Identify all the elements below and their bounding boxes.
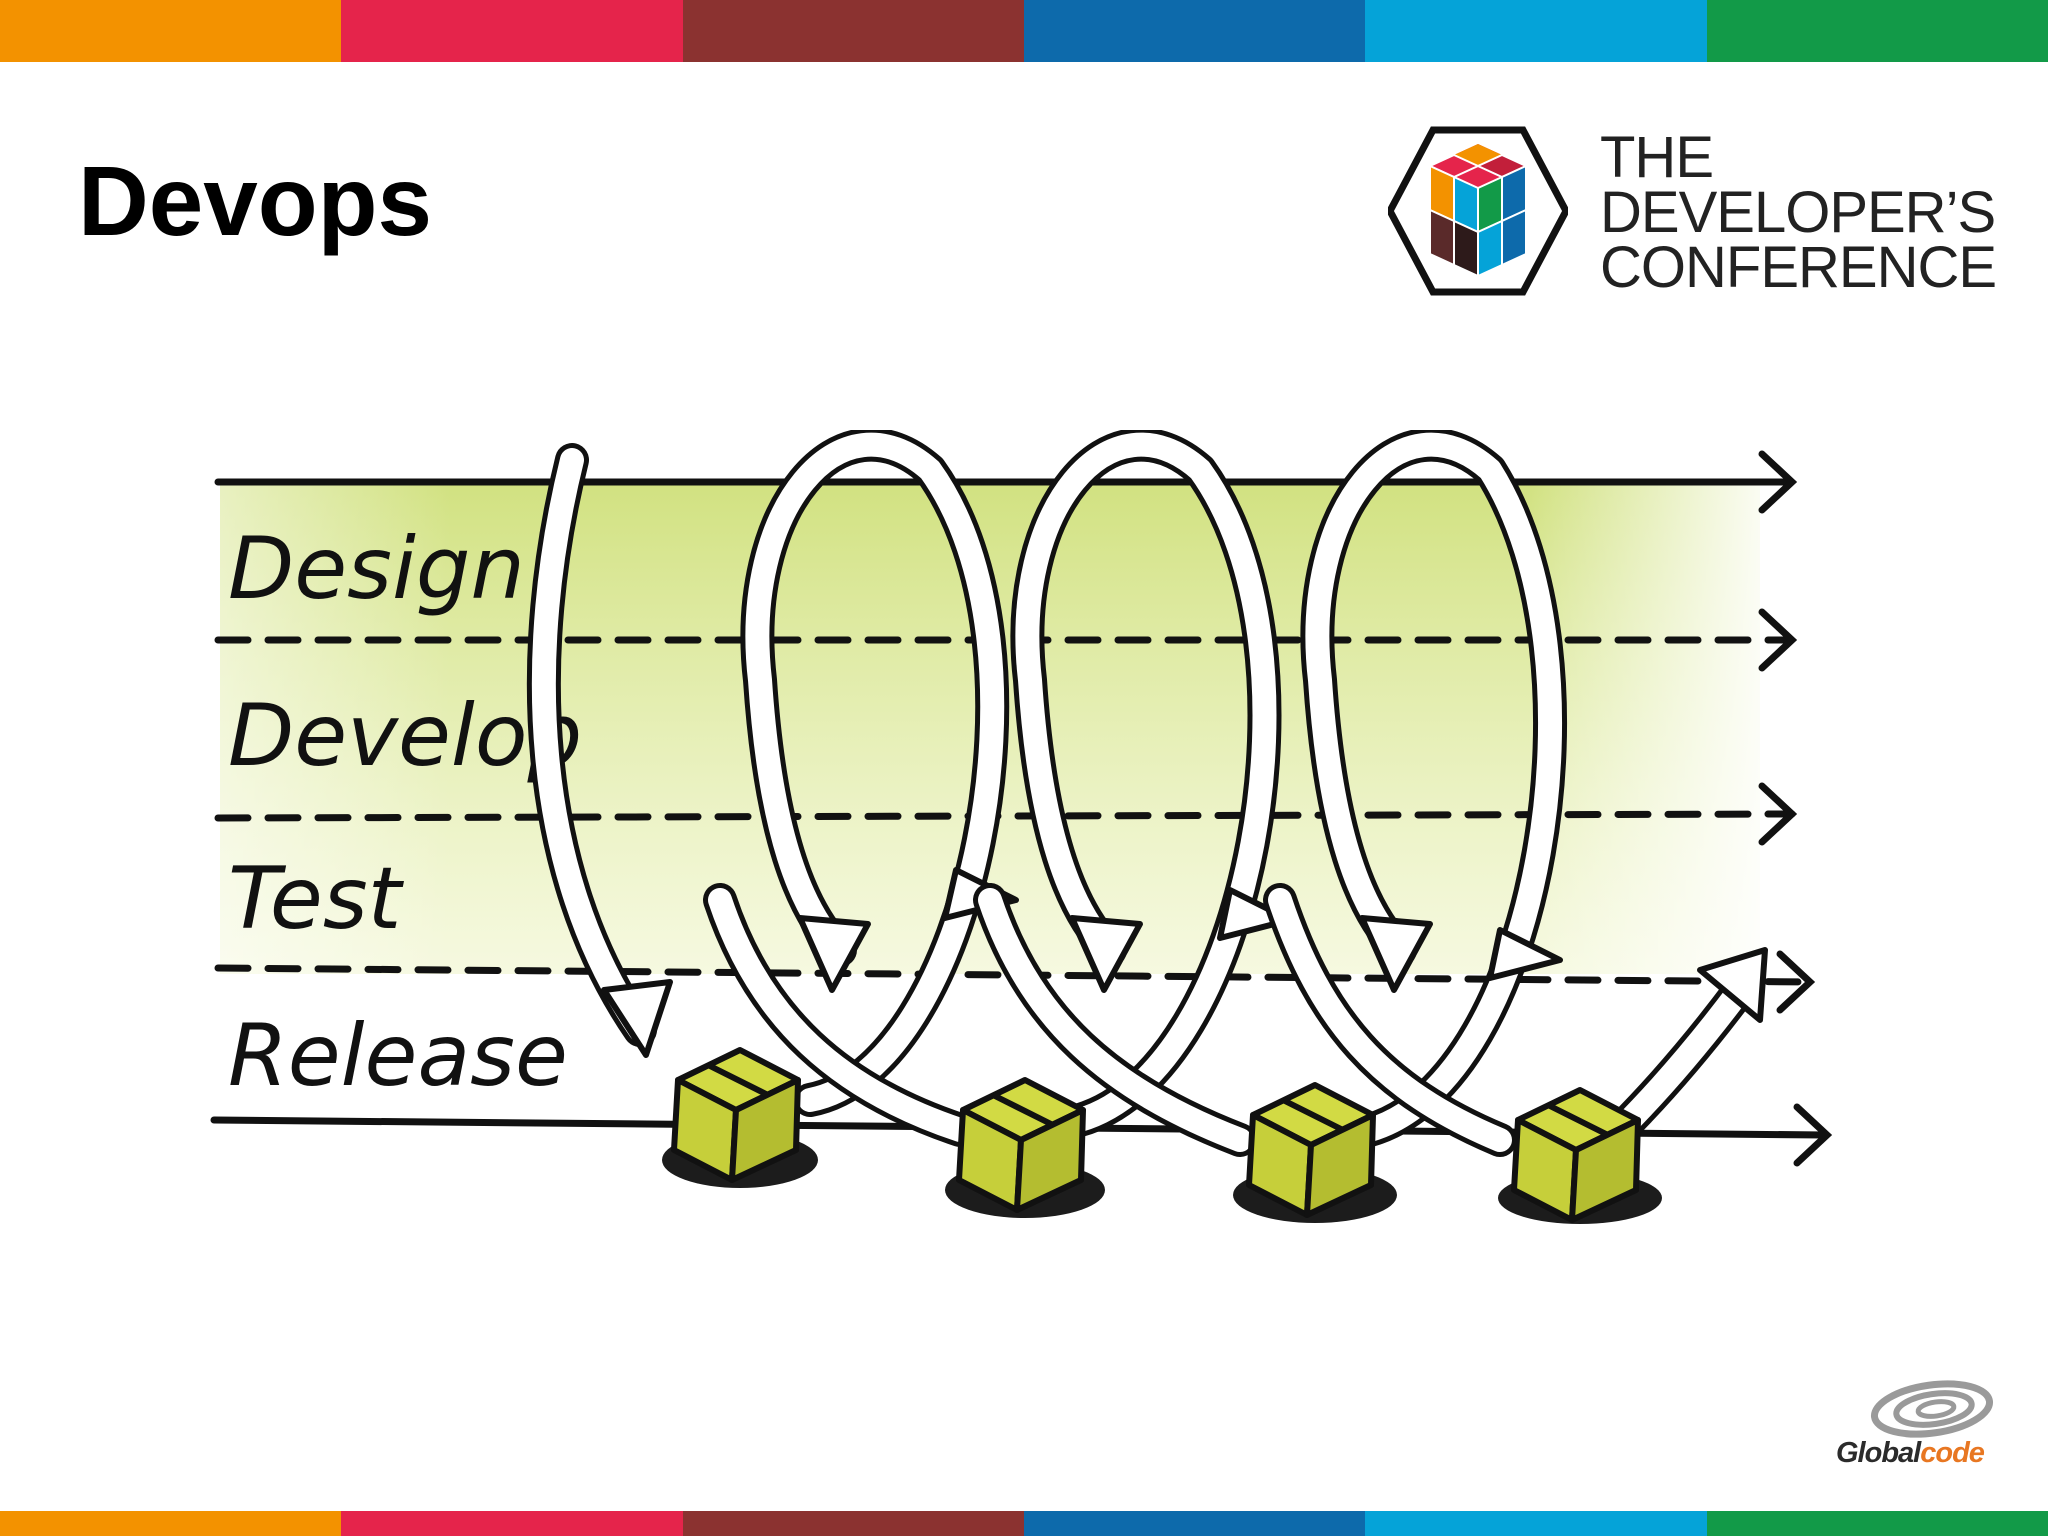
globalcode-wordmark-part: Global (1836, 1437, 1921, 1469)
devops-diagram: Design Develop Test Release (200, 430, 1850, 1260)
lane-label-release: Release (228, 1006, 568, 1106)
conference-logo-line: CONFERENCE (1600, 235, 1997, 300)
conference-logo-line: THE (1600, 125, 1714, 190)
conference-logo-text: THE DEVELOPER’S CONFERENCE (1600, 125, 1997, 300)
slide-title: Devops (78, 146, 433, 256)
stripe-segment (341, 1511, 683, 1536)
loop-arrow-icon (526, 430, 1768, 1157)
stripe-segment (0, 1511, 342, 1536)
globalcode-logo: Globalcode (1830, 1375, 2010, 1475)
globalcode-wordmark-part: code (1920, 1437, 1985, 1469)
top-color-stripe (0, 0, 2048, 62)
stripe-segment (341, 0, 683, 62)
globalcode-wordmark: Globalcode (1836, 1437, 1985, 1470)
hexagon-cube-icon (1388, 126, 1568, 296)
lane-label-test: Test (228, 849, 405, 949)
lane-label-develop: Develop (228, 686, 582, 786)
bottom-color-stripe (0, 1511, 2048, 1536)
stripe-segment (1706, 0, 2048, 62)
package-box-icon (662, 1047, 1662, 1224)
swirl-icon (1870, 1380, 1994, 1438)
stripe-segment (0, 0, 342, 62)
lane-label-design: Design (228, 519, 525, 619)
stripe-segment (682, 0, 1024, 62)
conference-logo: THE DEVELOPER’S CONFERENCE (1388, 126, 1997, 297)
stripe-segment (1365, 0, 1707, 62)
conference-logo-line: DEVELOPER’S (1600, 180, 1996, 245)
stripe-segment (1023, 0, 1366, 62)
stripe-segment (1023, 1511, 1366, 1536)
stripe-segment (1365, 1511, 1707, 1536)
stripe-segment (1706, 1511, 2048, 1536)
stripe-segment (682, 1511, 1024, 1536)
